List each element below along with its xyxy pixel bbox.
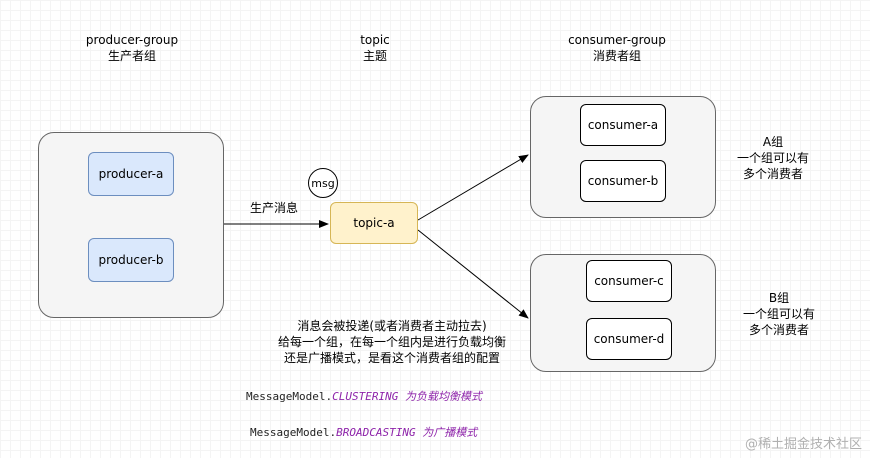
code-prefix: MessageModel.	[246, 390, 333, 403]
topic-subtitle: 主题	[362, 49, 387, 63]
delivery-description: 消息会被投递(或者消费者主动拉去) 给每一个组，在每一个组内是进行负载均衡 还是…	[262, 318, 522, 366]
consumer-a-node: consumer-a	[580, 104, 666, 146]
topic-header: topic 主题	[340, 32, 410, 64]
code-prefix: MessageModel.	[250, 426, 337, 439]
group-a-note-line: 多个消费者	[742, 167, 803, 181]
group-a-note-line: A组	[762, 135, 784, 149]
description-line: 消息会被投递(或者消费者主动拉去)	[297, 319, 487, 333]
consumer-d-node: consumer-d	[586, 318, 672, 360]
producer-group-subtitle: 生产者组	[107, 49, 156, 63]
consumer-group-subtitle: 消费者组	[592, 49, 641, 63]
group-b-note-line: 多个消费者	[748, 323, 809, 337]
produce-message-label: 生产消息	[250, 201, 299, 215]
consumer-c-node: consumer-c	[586, 260, 672, 302]
description-line: 还是广播模式，是看这个消费者组的配置	[283, 351, 500, 365]
consumer-group-header: consumer-group 消费者组	[558, 32, 676, 64]
producer-a-node: producer-a	[88, 152, 174, 196]
code-constant: CLUSTERING	[332, 390, 399, 403]
clustering-code-line: MessageModel.CLUSTERING 为负载均衡模式	[246, 388, 482, 404]
group-a-note-line: 一个组可以有	[736, 151, 809, 165]
producer-group-header: producer-group 生产者组	[76, 32, 188, 64]
watermark: @稀土掘金技术社区	[744, 437, 862, 452]
group-a-note: A组 一个组可以有 多个消费者	[728, 134, 818, 182]
edge-topic-to-group-a	[417, 154, 529, 221]
topic-a-node: topic-a	[330, 202, 418, 244]
msg-node: msg	[308, 168, 338, 198]
description-line: 给每一个组，在每一个组内是进行负载均衡	[277, 335, 506, 349]
consumer-b-node: consumer-b	[580, 160, 666, 202]
producer-b-node: producer-b	[88, 238, 174, 282]
consumer-group-title: consumer-group	[568, 33, 666, 47]
edge-topic-to-group-b	[417, 229, 529, 319]
producer-group-title: producer-group	[85, 33, 179, 47]
group-b-note: B组 一个组可以有 多个消费者	[734, 290, 824, 338]
code-comment: 为负载均衡模式	[398, 390, 482, 403]
broadcasting-code-line: MessageModel.BROADCASTING 为广播模式	[250, 424, 477, 440]
group-b-note-line: 一个组可以有	[742, 307, 815, 321]
group-b-note-line: B组	[768, 291, 790, 305]
code-comment: 为广播模式	[415, 426, 478, 439]
code-constant: BROADCASTING	[336, 426, 416, 439]
topic-title: topic	[360, 33, 390, 47]
